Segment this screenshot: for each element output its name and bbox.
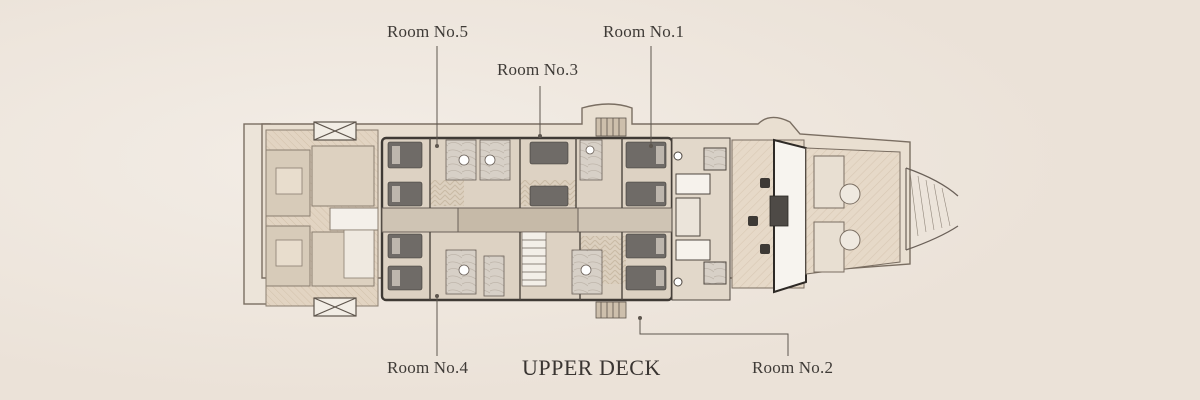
bathrooms [445,139,603,297]
bow-trampoline-nets [905,167,959,251]
side-stairs [595,117,627,319]
wheelhouse [731,138,807,294]
room-label-4: Room No.4 [387,358,469,377]
bow-deck [805,147,901,275]
inner-stairs [521,231,547,287]
helm-instruments [769,195,789,227]
side-hatches [313,121,357,317]
leader-lines [435,46,789,356]
aft-deck [265,129,379,307]
helm-console [773,138,807,294]
aft-stairs [329,207,379,231]
room-label-2: Room No.2 [752,358,834,377]
room-label-3: Room No.3 [497,60,579,79]
deck-title: UPPER DECK [522,355,661,380]
cabin-block [380,136,674,302]
helm-seat [760,178,770,188]
room-label-5: Room No.5 [387,22,469,41]
leader-room-2 [639,318,789,356]
room-label-1: Room No.1 [603,22,685,41]
forward-cabins [671,137,731,301]
